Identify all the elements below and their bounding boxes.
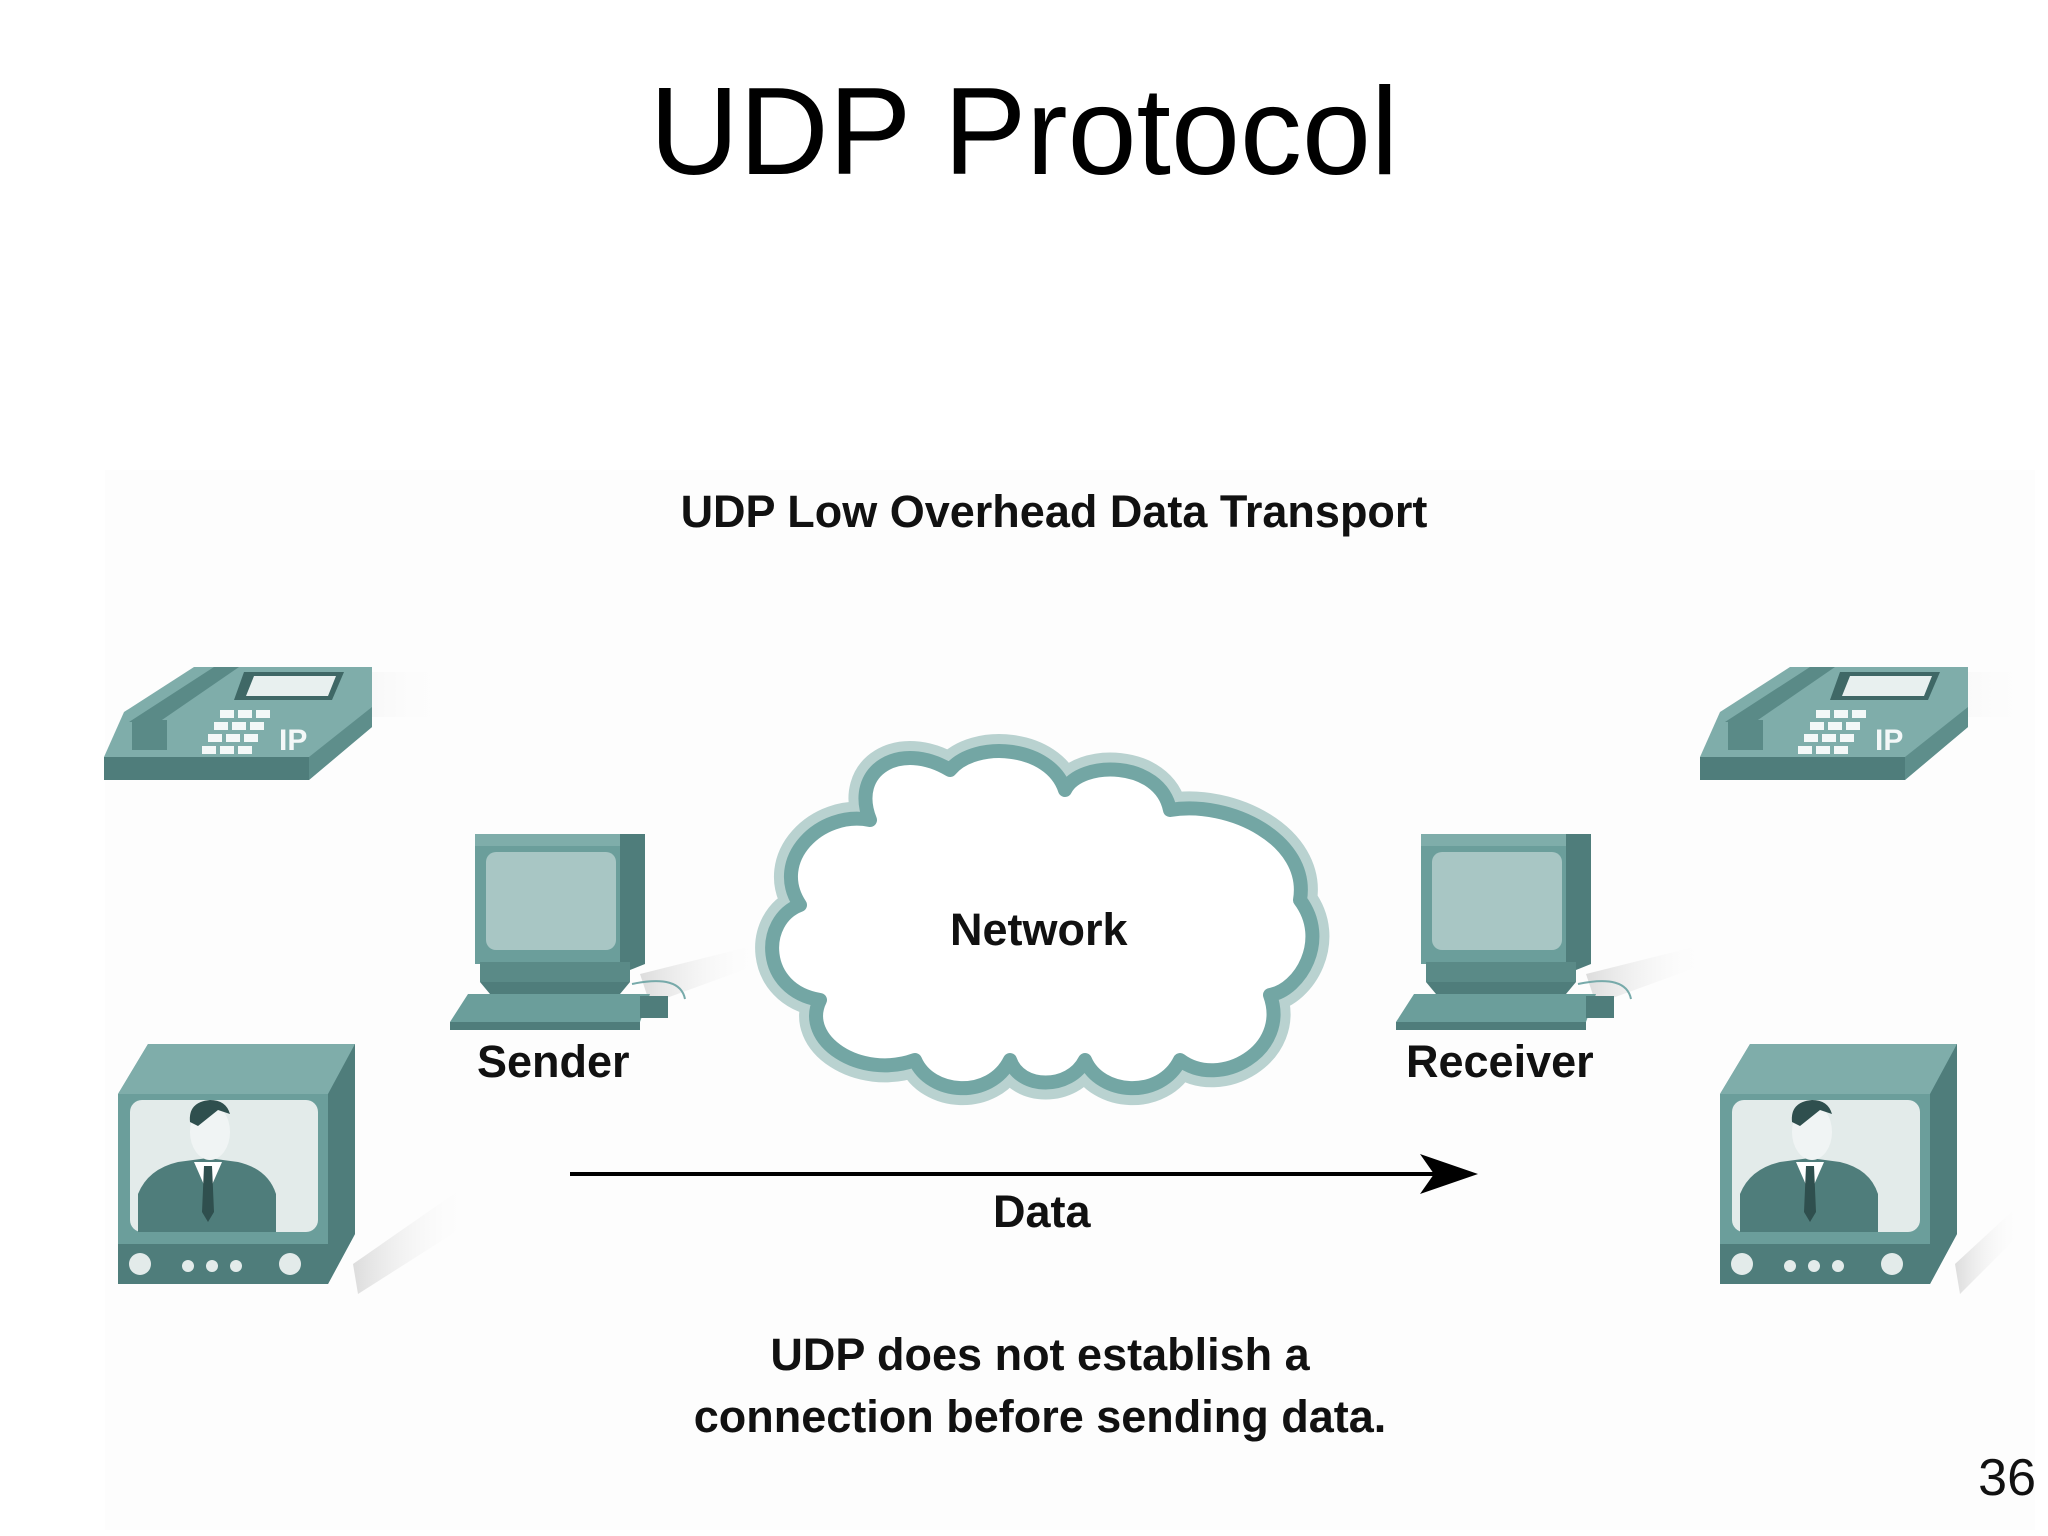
ip-phone-label: IP bbox=[279, 724, 307, 757]
udp-note: UDP does not establish a connection befo… bbox=[600, 1324, 1480, 1448]
cloud-icon bbox=[755, 734, 1330, 1106]
receiver-label: Receiver bbox=[1406, 1036, 1594, 1087]
computer-icon bbox=[1396, 834, 1706, 1030]
udp-note-line1: UDP does not establish a bbox=[770, 1329, 1310, 1380]
ip-phone-icon: IP bbox=[104, 667, 449, 780]
video-monitor-icon bbox=[118, 1044, 468, 1294]
slide-title: UDP Protocol bbox=[649, 63, 1399, 201]
computer-icon bbox=[450, 834, 760, 1030]
data-label: Data bbox=[993, 1186, 1091, 1237]
arrow-icon bbox=[570, 1154, 1478, 1194]
ip-phone-icon: IP bbox=[1700, 667, 2030, 780]
sender-label: Sender bbox=[477, 1036, 630, 1087]
udp-note-line2: connection before sending data. bbox=[693, 1391, 1387, 1442]
ip-phone-label: IP bbox=[1875, 724, 1903, 757]
diagram-subtitle: UDP Low Overhead Data Transport bbox=[680, 486, 1428, 537]
video-monitor-icon bbox=[1720, 1044, 2020, 1294]
page-number: 36 bbox=[1978, 1449, 2036, 1507]
network-label: Network bbox=[950, 904, 1128, 955]
